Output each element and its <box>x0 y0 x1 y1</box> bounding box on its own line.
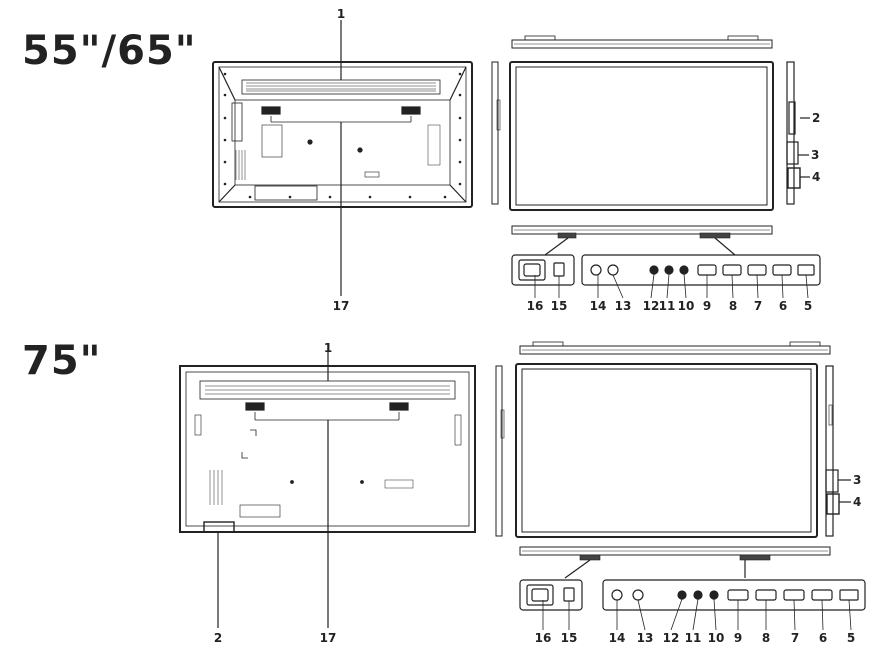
port-label: 8 <box>729 299 737 313</box>
port-labels-top: 16 15 14 13 12 11 10 9 8 7 6 5 <box>527 299 813 313</box>
port-label: 10 <box>708 631 725 645</box>
port-label: 15 <box>551 299 568 313</box>
port-label: 14 <box>609 631 626 645</box>
callout-top-2: 2 <box>812 111 820 125</box>
port-label: 7 <box>754 299 762 313</box>
io-panel-55-65 <box>581 254 821 286</box>
back-view-55-65 <box>212 20 473 296</box>
left-side-profile-55-65 <box>491 61 501 205</box>
section-title-75: 75" <box>22 338 102 384</box>
top-edge-view-55-65 <box>511 35 773 49</box>
port-label: 8 <box>762 631 770 645</box>
port-labels-bottom: 16 15 14 13 12 11 10 9 8 7 6 5 <box>535 631 856 645</box>
power-panel-55-65 <box>511 254 575 286</box>
callout-bottom-1: 1 <box>324 341 332 355</box>
port-label: 6 <box>819 631 827 645</box>
port-label: 16 <box>527 299 544 313</box>
bottom-edge-view-55-65 <box>511 225 773 256</box>
port-label: 7 <box>791 631 799 645</box>
port-label: 15 <box>561 631 578 645</box>
port-label: 5 <box>847 631 855 645</box>
io-panel-75 <box>602 579 866 611</box>
top-edge-view-75 <box>519 341 831 355</box>
bottom-edge-view-75 <box>519 546 831 579</box>
callout-top-1: 1 <box>337 7 345 21</box>
port-label: 5 <box>804 299 812 313</box>
power-panel-75 <box>519 579 583 611</box>
port-label: 13 <box>615 299 632 313</box>
callout-top-3: 3 <box>811 148 819 162</box>
port-label: 12 <box>663 631 680 645</box>
port-label: 9 <box>734 631 742 645</box>
right-side-profile-55-65 <box>786 61 810 205</box>
section-title-55-65: 55"/65" <box>22 28 197 74</box>
port-label: 13 <box>637 631 654 645</box>
port-label: 6 <box>779 299 787 313</box>
port-label: 14 <box>590 299 607 313</box>
callout-top-4: 4 <box>812 170 820 184</box>
port-label: 16 <box>535 631 552 645</box>
right-side-profile-75 <box>825 365 851 537</box>
callout-bottom-17: 17 <box>320 631 337 645</box>
back-view-75 <box>179 344 476 628</box>
port-label: 9 <box>703 299 711 313</box>
port-label: 10 <box>678 299 695 313</box>
left-side-profile-75 <box>495 365 505 537</box>
front-view-75 <box>515 363 818 538</box>
port-label: 12 <box>643 299 660 313</box>
front-view-55-65 <box>509 61 774 211</box>
callout-bottom-4: 4 <box>853 495 861 509</box>
callout-bottom-2: 2 <box>214 631 222 645</box>
port-label: 11 <box>685 631 702 645</box>
port-label: 11 <box>659 299 676 313</box>
callout-bottom-3: 3 <box>853 473 861 487</box>
callout-top-17: 17 <box>333 299 350 313</box>
